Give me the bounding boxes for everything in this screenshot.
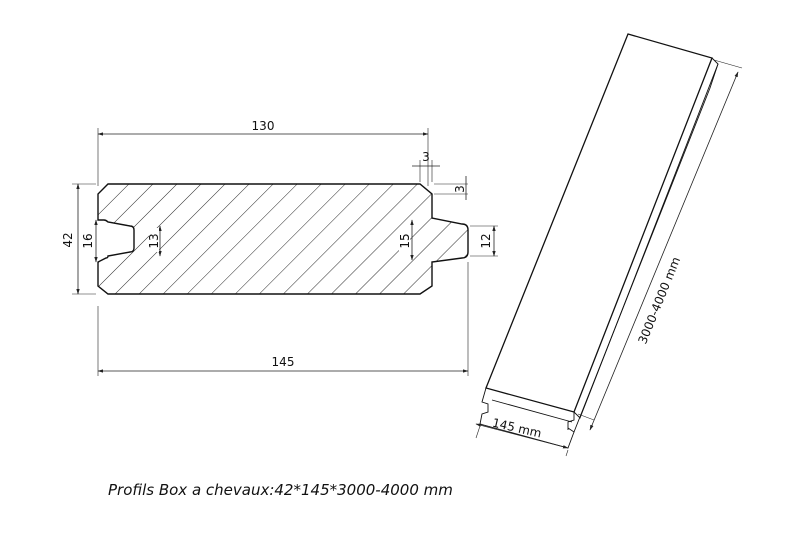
- section-dimensions: 130 3 3 42 16 13 15 12: [61, 119, 498, 376]
- dim-top-width: 130: [252, 119, 275, 133]
- dim-length: 3000-4000 mm: [635, 255, 683, 346]
- drawing-caption: Profils Box a chevaux:42*145*3000-4000 m…: [108, 481, 453, 499]
- dim-tongue-height: 15: [398, 233, 412, 248]
- dim-iso-width: 145 mm: [491, 416, 543, 441]
- dim-tongue-tip: 12: [479, 233, 493, 248]
- dim-tongue-depth: 3: [422, 150, 430, 164]
- dim-total-height: 42: [61, 232, 75, 247]
- dim-groove-opening: 16: [81, 233, 95, 248]
- dim-total-width: 145: [272, 355, 295, 369]
- dim-groove-depth: 13: [147, 233, 161, 248]
- isometric-plank: 3000-4000 mm 145 mm: [475, 33, 743, 457]
- cross-section: [97, 183, 469, 295]
- profile-section: [97, 183, 469, 295]
- dim-tongue-offset: 3: [453, 185, 467, 193]
